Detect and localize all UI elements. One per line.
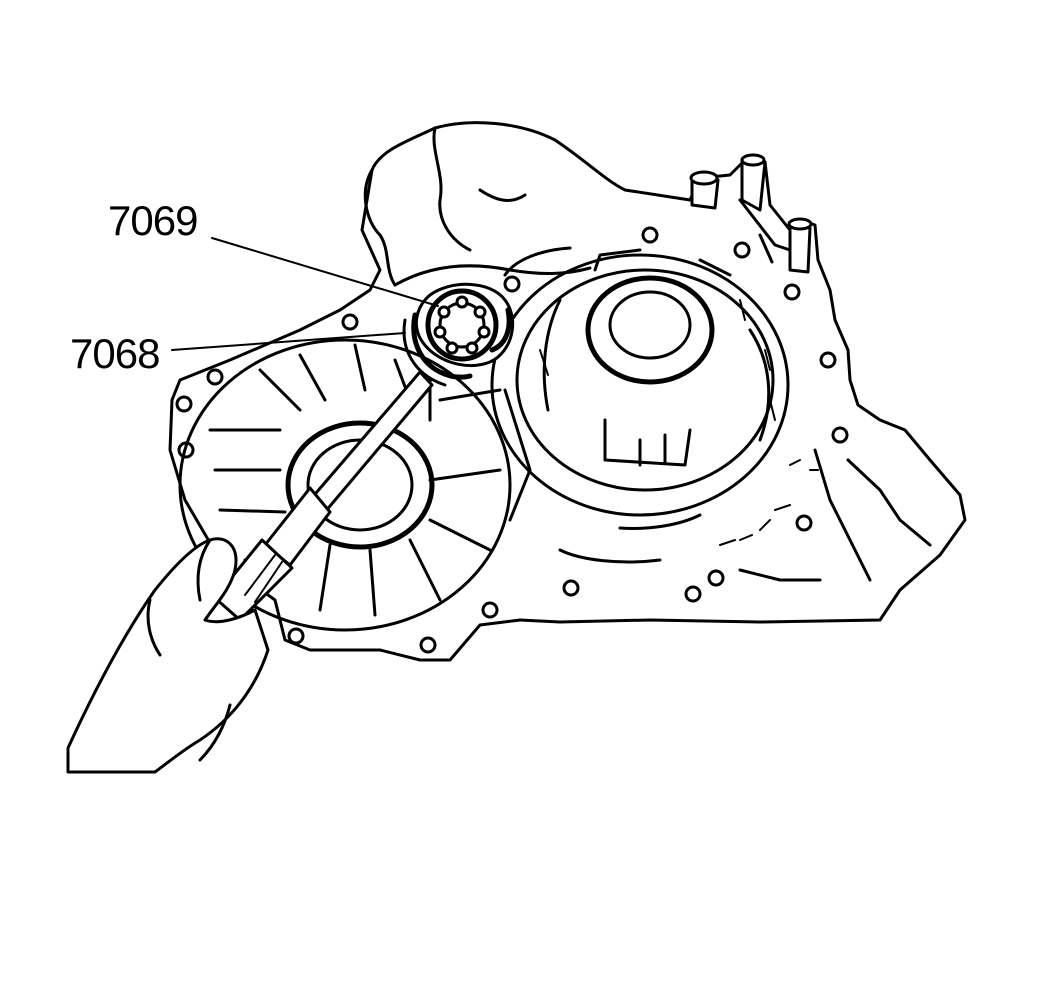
leader-line-7068 <box>171 332 406 351</box>
hand <box>66 537 270 774</box>
callout-label-7068: 7068 <box>70 330 160 377</box>
screwdriver <box>213 370 434 622</box>
fitting-pipes <box>689 153 813 274</box>
bearing-assembly <box>402 282 515 387</box>
upper-casting <box>168 121 967 662</box>
tail-section <box>558 448 932 582</box>
right-bore <box>490 248 790 517</box>
leader-line-7069 <box>211 237 439 307</box>
leader-lines <box>171 237 439 351</box>
callout-label-7069: 7069 <box>108 197 198 244</box>
